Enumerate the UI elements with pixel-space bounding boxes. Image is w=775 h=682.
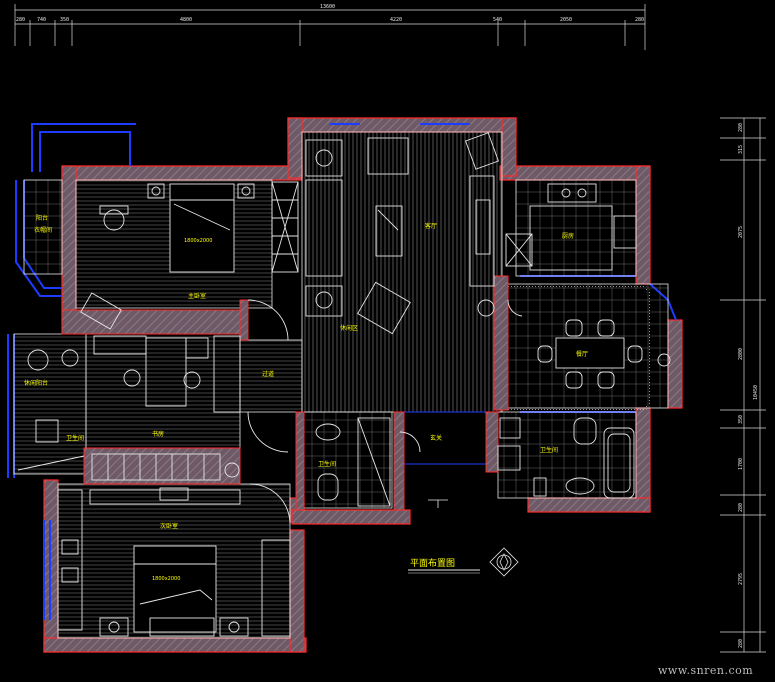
chair bbox=[103, 209, 125, 231]
nightstand bbox=[237, 183, 255, 199]
dim-seg: 350 bbox=[738, 415, 744, 424]
fridge bbox=[505, 233, 533, 267]
round-table bbox=[27, 349, 49, 371]
label-entrance: 玄关 bbox=[430, 434, 442, 442]
master-bed bbox=[169, 183, 235, 273]
coffee-table bbox=[375, 205, 403, 257]
study-desk bbox=[145, 337, 187, 407]
toilet bbox=[317, 473, 339, 501]
exterior-walls bbox=[43, 117, 683, 653]
cooktop bbox=[547, 183, 597, 203]
side-table bbox=[305, 139, 343, 177]
bookshelf bbox=[213, 335, 241, 413]
dining-table bbox=[555, 337, 625, 369]
label-balcony-left: 休闲阳台 bbox=[24, 379, 48, 387]
sofa bbox=[305, 179, 343, 277]
label-study: 书房 bbox=[152, 430, 164, 438]
sink bbox=[613, 215, 637, 249]
dim-seg: 280 bbox=[16, 17, 25, 23]
dim-seg: 2050 bbox=[560, 17, 572, 23]
lounge-chair bbox=[80, 292, 122, 330]
watermark: www.snren.com bbox=[658, 664, 754, 677]
dim-total-right: 10450 bbox=[753, 385, 759, 400]
label-dining: 餐厅 bbox=[576, 350, 588, 358]
kitchen-island bbox=[529, 205, 613, 271]
chair bbox=[185, 337, 209, 359]
dim-seg: 740 bbox=[37, 17, 46, 23]
label-corridor: 过道 bbox=[262, 370, 274, 378]
dim-seg: 1700 bbox=[738, 458, 744, 470]
drawing-title: 平面布置图 bbox=[410, 557, 455, 569]
dim-seg: 4800 bbox=[180, 17, 192, 23]
room-floors bbox=[13, 131, 669, 639]
corridor-floor bbox=[239, 339, 303, 413]
furniture bbox=[17, 132, 671, 637]
living-room-floor bbox=[301, 131, 503, 413]
right-dimension-labels: 280 315 2075 2800 10450 350 1700 280 279… bbox=[738, 123, 759, 648]
left-balcony-floor bbox=[13, 333, 87, 475]
nightstand bbox=[147, 183, 165, 199]
top-dimension-labels: 13600 280 740 350 4800 4220 540 2050 280 bbox=[16, 4, 644, 23]
dim-seg: 4220 bbox=[390, 17, 402, 23]
entrance-glass bbox=[403, 411, 487, 465]
plant bbox=[224, 462, 240, 478]
label-living-room: 客厅 bbox=[425, 222, 437, 230]
label-second-bedroom: 次卧室 bbox=[160, 522, 178, 530]
dim-seg: 280 bbox=[738, 503, 744, 512]
label-master-bed-size: 1800x2000 bbox=[184, 238, 212, 244]
dim-seg: 2800 bbox=[738, 348, 744, 360]
wardrobe bbox=[57, 489, 83, 631]
room-labels: 阳台 衣帽间 主卧室 1800x2000 客厅 休闲区 厨房 餐厅 书房 休闲阳… bbox=[24, 214, 588, 582]
cabinet bbox=[261, 539, 291, 637]
label-sofa-area: 休闲区 bbox=[340, 324, 358, 332]
label-sink-area: 卫生间 bbox=[66, 434, 84, 442]
dim-seg: 280 bbox=[738, 639, 744, 648]
armchair bbox=[367, 137, 409, 175]
armchair bbox=[357, 281, 411, 335]
dim-seg: 350 bbox=[60, 17, 69, 23]
right-dimension-chain bbox=[720, 117, 766, 653]
plant bbox=[477, 299, 495, 317]
tv-cabinet bbox=[469, 175, 495, 287]
basin bbox=[315, 423, 341, 441]
dim-seg: 315 bbox=[738, 145, 744, 154]
dim-seg: 2795 bbox=[738, 573, 744, 585]
right-bath-floor bbox=[497, 411, 637, 499]
door-swing bbox=[247, 299, 289, 341]
second-bed bbox=[133, 545, 217, 633]
label-balcony-small: 阳台 bbox=[36, 214, 48, 222]
dim-seg: 280 bbox=[635, 17, 644, 23]
label-kitchen: 厨房 bbox=[562, 232, 574, 240]
dim-total: 13600 bbox=[320, 4, 335, 10]
bathtub bbox=[603, 427, 635, 499]
wardrobe bbox=[271, 181, 299, 273]
entrance-arrow bbox=[428, 499, 448, 508]
label-master-bedroom: 主卧室 bbox=[188, 292, 206, 300]
shower bbox=[357, 417, 391, 507]
dim-seg: 280 bbox=[738, 123, 744, 132]
dim-seg: 540 bbox=[493, 17, 502, 23]
toilet bbox=[573, 417, 597, 445]
armchair bbox=[35, 419, 59, 443]
plant bbox=[657, 353, 671, 367]
public-bath-floor bbox=[297, 411, 393, 509]
dim-seg: 2075 bbox=[738, 226, 744, 238]
label-bath-public: 卫生间 bbox=[318, 460, 336, 468]
small-balcony-floor bbox=[23, 179, 63, 275]
basin bbox=[565, 477, 595, 495]
kitchen-floor bbox=[515, 179, 637, 277]
top-dimension-chain bbox=[14, 4, 646, 50]
north-arrow-icon bbox=[489, 547, 519, 577]
label-bath-master: 卫生间 bbox=[540, 446, 558, 454]
label-closet: 衣帽间 bbox=[34, 226, 52, 234]
label-second-bed-size: 1800x2000 bbox=[152, 576, 180, 582]
